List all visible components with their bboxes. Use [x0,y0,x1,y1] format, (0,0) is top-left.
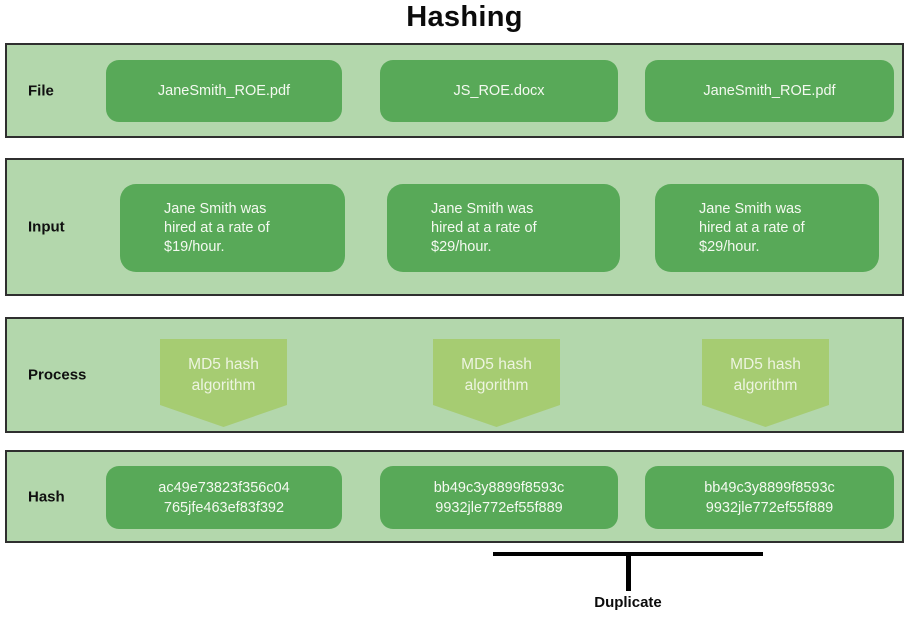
md5-arrow-shape-3: MD5 hash algorithm [702,339,829,427]
hash-node-1: ac49e73823f356c04 765jfe463ef83f392 [106,466,342,529]
process-row-label: Process [28,366,87,384]
input-row-label: Input [28,218,65,236]
duplicate-label: Duplicate [594,594,662,611]
md5-arrow-shape-2: MD5 hash algorithm [433,339,560,427]
input-row: Input Jane Smith was hired at a rate of … [5,158,904,296]
duplicate-bracket-vertical-line [626,552,631,591]
hash-node-2: bb49c3y8899f8593c 9932jle772ef55f889 [380,466,618,529]
file-row-label: File [28,82,54,99]
file-node-1: JaneSmith_ROE.pdf [106,60,342,122]
hash-node-3: bb49c3y8899f8593c 9932jle772ef55f889 [645,466,894,529]
input-node-3: Jane Smith was hired at a rate of $29/ho… [655,184,879,272]
file-row: File JaneSmith_ROE.pdf JS_ROE.docx JaneS… [5,43,904,138]
input-node-1: Jane Smith was hired at a rate of $19/ho… [120,184,345,272]
diagram-title: Hashing [406,1,523,33]
process-row: Process MD5 hash algorithm MD5 hash algo… [5,317,904,433]
hash-row: Hash ac49e73823f356c04 765jfe463ef83f392… [5,450,904,543]
hash-row-label: Hash [28,488,65,505]
file-node-2: JS_ROE.docx [380,60,618,122]
file-node-3: JaneSmith_ROE.pdf [645,60,894,122]
input-node-2: Jane Smith was hired at a rate of $29/ho… [387,184,620,272]
md5-arrow-shape-1: MD5 hash algorithm [160,339,287,427]
